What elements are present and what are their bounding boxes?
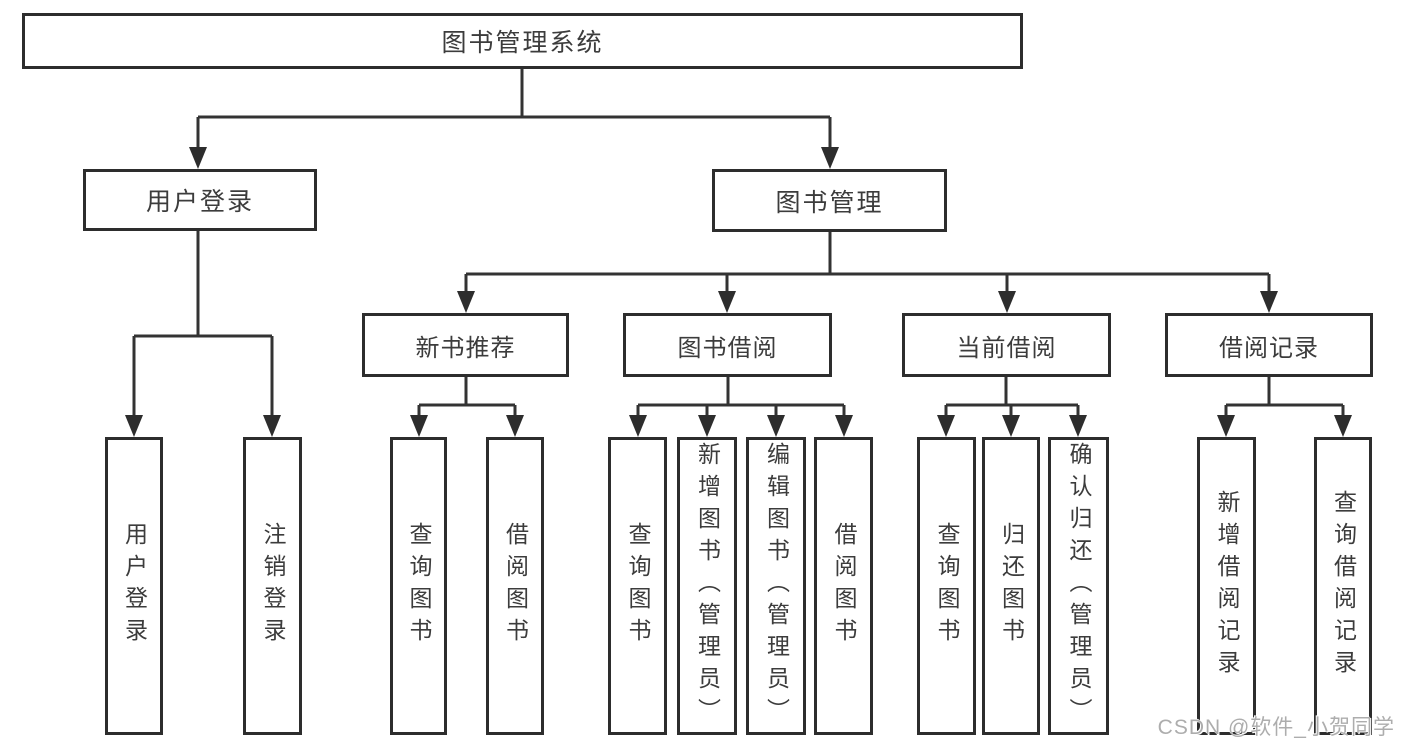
csdn-watermark: CSDN @软件_小贺同学 bbox=[1157, 716, 1395, 739]
node-label: 新增借阅记录 bbox=[1214, 490, 1240, 682]
leaf-borrow-books-recommend: 借阅图书 bbox=[486, 437, 544, 735]
leaf-confirm-return-admin: 确认归还（管理员） bbox=[1048, 437, 1109, 735]
node-label: 确认归还（管理员） bbox=[1066, 442, 1092, 730]
edge-root-to-level2 bbox=[189, 69, 839, 169]
node-label: 注销登录 bbox=[260, 522, 286, 650]
node-label: 新增图书（管理员） bbox=[694, 442, 721, 730]
edge-current-borrow-branch bbox=[937, 377, 1087, 437]
leaf-add-borrow-record: 新增借阅记录 bbox=[1197, 437, 1256, 735]
leaf-logout-login: 注销登录 bbox=[243, 437, 302, 735]
edge-borrow-record-branch bbox=[1217, 377, 1352, 437]
node-label: 查询图书 bbox=[625, 522, 651, 650]
node-label: 查询图书 bbox=[934, 522, 960, 650]
leaf-user-login: 用户登录 bbox=[105, 437, 163, 735]
leaf-query-borrow-record: 查询借阅记录 bbox=[1314, 437, 1372, 735]
node-label: 借阅图书 bbox=[502, 522, 529, 650]
leaf-add-books-admin: 新增图书（管理员） bbox=[677, 437, 737, 735]
leaf-return-books: 归还图书 bbox=[982, 437, 1040, 735]
node-current-borrow: 当前借阅 bbox=[902, 313, 1111, 377]
node-label: 查询图书 bbox=[406, 522, 432, 650]
node-label: 新书推荐 bbox=[415, 334, 516, 362]
leaf-edit-books-admin: 编辑图书（管理员） bbox=[746, 437, 806, 735]
node-book-borrow: 图书借阅 bbox=[623, 313, 832, 377]
node-label: 图书管理系统 bbox=[441, 29, 604, 57]
node-label: 图书借阅 bbox=[677, 334, 778, 362]
node-borrow-records: 借阅记录 bbox=[1165, 313, 1373, 377]
node-book-management: 图书管理 bbox=[712, 169, 947, 232]
node-label: 借阅记录 bbox=[1219, 334, 1319, 362]
node-label: 图书管理 bbox=[775, 188, 884, 217]
node-label: 查询借阅记录 bbox=[1330, 490, 1357, 682]
edge-book-management-branch bbox=[457, 232, 1278, 313]
node-label: 编辑图书（管理员） bbox=[763, 442, 790, 730]
node-label: 用户登录 bbox=[145, 188, 254, 216]
edge-new-book-branch bbox=[410, 377, 524, 437]
leaf-borrow-books: 借阅图书 bbox=[814, 437, 873, 735]
node-new-book-recommend: 新书推荐 bbox=[362, 313, 569, 377]
node-user-login: 用户登录 bbox=[83, 169, 317, 231]
leaf-query-books-recommend: 查询图书 bbox=[390, 437, 447, 735]
edge-book-borrow-branch bbox=[629, 377, 853, 437]
leaf-query-books-current: 查询图书 bbox=[917, 437, 976, 735]
leaf-query-books-borrow: 查询图书 bbox=[608, 437, 667, 735]
node-label: 当前借阅 bbox=[956, 334, 1057, 362]
node-label: 借阅图书 bbox=[831, 522, 857, 650]
node-label: 归还图书 bbox=[998, 522, 1025, 650]
edge-user-login-branch bbox=[125, 231, 281, 437]
node-library-system-root: 图书管理系统 bbox=[22, 13, 1023, 69]
node-label: 用户登录 bbox=[121, 522, 148, 650]
